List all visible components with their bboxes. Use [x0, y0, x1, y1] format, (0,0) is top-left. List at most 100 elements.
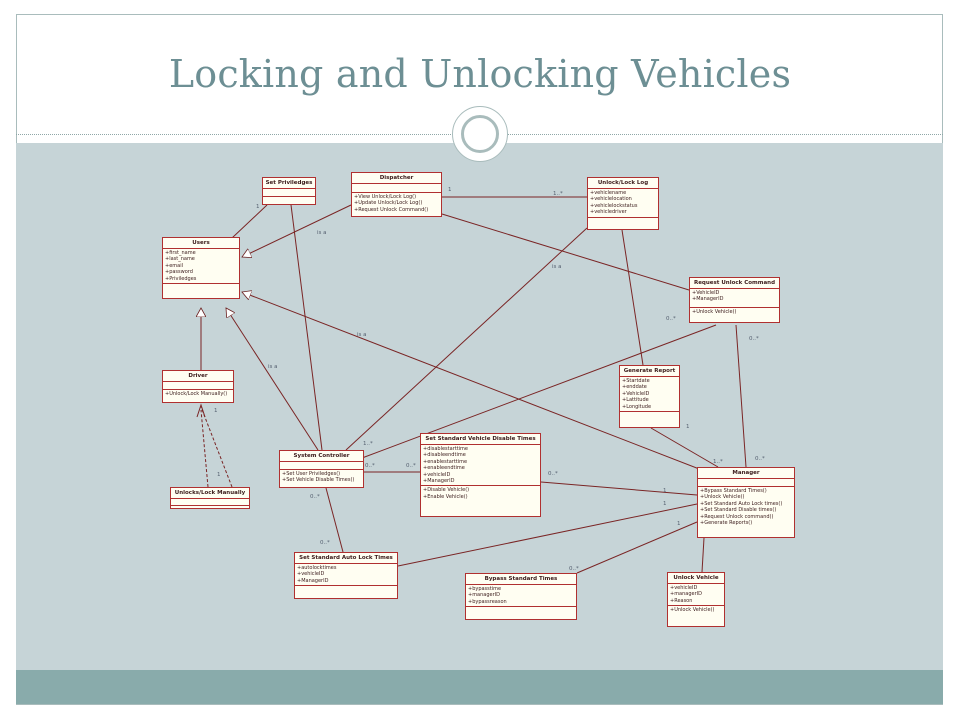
class-attributes [352, 184, 441, 193]
mult-label: is a [268, 364, 278, 370]
class-unlocks-lock-manually: Unlocks/Lock Manually [170, 487, 250, 509]
mult-label: 1 [214, 408, 218, 414]
class-attributes: +disablestarttime +disableendtime +enabl… [421, 445, 540, 487]
assoc-privileges-controller [289, 196, 323, 451]
attribute: +Lattitude [622, 397, 649, 404]
operation: +Unlock Vehicle() [692, 308, 737, 315]
mult-label: 1 [677, 521, 681, 527]
gen-controller-users [226, 308, 319, 451]
class-operations: +Unlock Vehicle() [690, 308, 779, 316]
dep-manual-driver-2 [200, 409, 209, 488]
operation: +Set Standard Auto Lock times() [700, 500, 783, 507]
attribute: +first_name [165, 250, 196, 256]
operation: +View Unlock/Lock Log() [354, 194, 417, 200]
mult-label: is a [357, 332, 367, 338]
attribute: +ManagerID [297, 577, 329, 584]
class-name: Generate Report [620, 366, 679, 377]
class-attributes [171, 499, 249, 506]
operation: +Generate Reports() [700, 519, 753, 526]
attribute: +VehicleID [622, 390, 650, 397]
mult-label: 1 [448, 187, 452, 193]
attribute: +disablestarttime [423, 446, 469, 452]
assoc-report-manager [650, 427, 719, 468]
mult-label: 1..* [713, 459, 723, 465]
assoc-manager-unlock [701, 537, 705, 573]
operation: +Update Unlock/Lock Log() [354, 200, 423, 207]
class-attributes: +first_name +last_name +email +password … [163, 249, 239, 284]
mult-label: 1 [663, 501, 667, 507]
class-dispatcher: Dispatcher +View Unlock/Lock Log() +Upda… [351, 172, 442, 217]
class-attributes: +vehicleID +managerID +Reason [668, 584, 724, 607]
class-name: Driver [163, 371, 233, 382]
class-manager: Manager +Bypass Standard Times() +Unlock… [697, 467, 795, 538]
class-name: Set Standard Auto Lock Times [295, 553, 397, 564]
mult-label: 0..* [320, 540, 330, 546]
dep-manual-driver [200, 406, 233, 488]
assoc-request-manager [735, 324, 747, 468]
gen-dispatcher-users [242, 204, 352, 257]
attribute: +vehiclelocation [590, 196, 632, 203]
dep-arrow-head [196, 403, 206, 418]
attribute: +vehicleID [297, 571, 325, 578]
assoc-dispatcher-request [441, 213, 690, 291]
class-attributes [163, 382, 233, 390]
attribute: +enablestarttime [423, 458, 468, 465]
class-system-controller: System Controller +Set User Priviledges(… [279, 450, 364, 488]
attribute: +vehiclename [590, 190, 627, 196]
attribute: +vehicledriver [590, 209, 627, 216]
operation: +Set Vehicle Disable Times() [282, 477, 355, 484]
operation: +Disable Vehicle() [423, 487, 470, 494]
class-request-unlock-command: Request Unlock Command +VehicleID +Manag… [689, 277, 780, 323]
class-generate-report: Generate Report +Startdate +enddate +Veh… [619, 365, 680, 428]
class-operations: +Bypass Standard Times() +Unlock Vehicle… [698, 487, 794, 527]
mult-label: 0..* [548, 471, 558, 477]
mult-label: 1 [686, 424, 690, 430]
attribute: +vehiclelockstatus [590, 202, 638, 209]
operation: +Bypass Standard Times() [700, 488, 767, 494]
operation: +Unlock Vehicle() [670, 607, 715, 614]
class-set-standard-vehicle-disable-times: Set Standard Vehicle Disable Times +disa… [420, 433, 541, 517]
class-attributes: +autolocktimes +vehicleID +ManagerID [295, 564, 397, 587]
attribute: +enddate [622, 384, 647, 391]
attribute: +ManagerID [692, 296, 724, 303]
attribute: +vehicleID [423, 471, 451, 478]
attribute: +email [165, 262, 183, 269]
class-attributes: +vehiclename +vehiclelocation +vehiclelo… [588, 189, 658, 218]
class-name: Set Standard Vehicle Disable Times [421, 434, 540, 445]
class-driver: Driver +Unlock/Lock Manually() [162, 370, 234, 403]
bottom-band [16, 670, 943, 704]
operation: +Request Unlock Command() [354, 206, 429, 213]
assoc-log-report [621, 229, 644, 366]
class-name: Dispatcher [352, 173, 441, 184]
operation: +Request Unlock command() [700, 513, 774, 520]
attribute: +managerID [468, 592, 500, 599]
class-set-standard-auto-lock-times: Set Standard Auto Lock Times +autolockti… [294, 552, 398, 599]
attribute: +Priviledges [165, 275, 197, 282]
class-name: Request Unlock Command [690, 278, 779, 289]
operation: +Unlock/Lock Manually() [165, 391, 228, 397]
operation: +Enable Vehicle() [423, 493, 468, 500]
ring-ornament-icon [452, 106, 508, 162]
operation: +Set User Priviledges() [282, 471, 341, 477]
class-name: Set Priviledges [263, 178, 315, 189]
class-operations: +Unlock Vehicle() [668, 606, 724, 614]
class-attributes: +bypasstime +managerID +bypassreason [466, 585, 576, 608]
mult-label: 1..* [553, 191, 563, 197]
class-operations: +Disable Vehicle() +Enable Vehicle() [421, 486, 540, 501]
class-set-priviledges: Set Priviledges [262, 177, 316, 205]
class-users: Users +first_name +last_name +email +pas… [162, 237, 240, 299]
assoc-log-controller [345, 227, 588, 451]
class-name: Users [163, 238, 239, 249]
mult-label: is a [317, 230, 327, 236]
class-attributes: +VehicleID +ManagerID [690, 289, 779, 308]
gen-manager-users [242, 292, 708, 473]
assoc-autolock-manager [397, 503, 698, 567]
operation: +Set Standard Disable times() [700, 507, 777, 514]
mult-label: 0..* [755, 456, 765, 462]
attribute: +Reason [670, 597, 693, 604]
class-unlock-lock-log: Unlock/Lock Log +vehiclename +vehicleloc… [587, 177, 659, 230]
attribute: +disableendtime [423, 452, 466, 459]
class-operations: +Unlock/Lock Manually() [163, 390, 233, 398]
class-name: System Controller [280, 451, 363, 462]
slide-title: Locking and Unlocking Vehicles [168, 52, 792, 96]
